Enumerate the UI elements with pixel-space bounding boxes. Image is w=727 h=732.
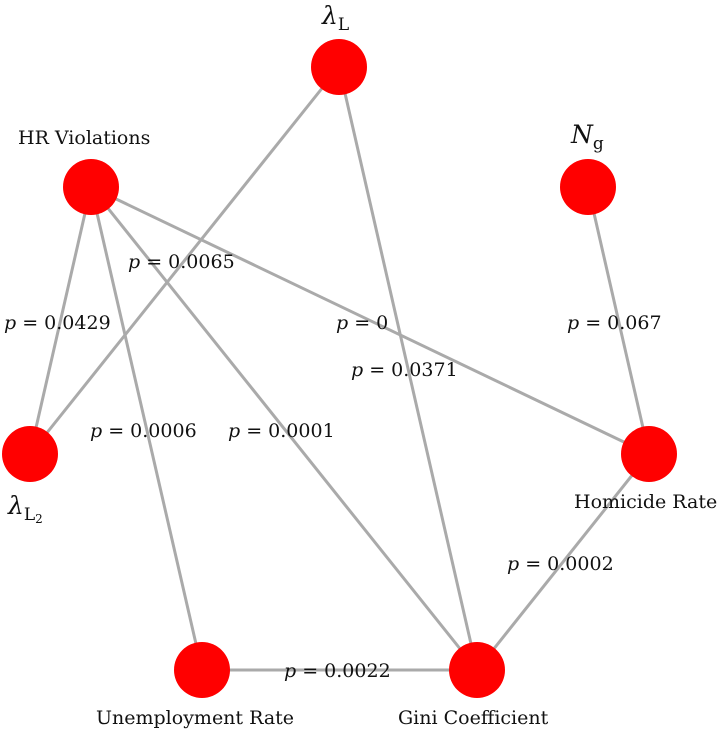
edge-hr-violations-unemployment-rate — [89, 186, 204, 671]
edge-lambda-l-lambda-l2 — [28, 66, 341, 455]
edge-lambda-l-gini-coefficient — [337, 66, 479, 671]
edge-label-n-g-homicide-rate: p = 0.067 — [567, 312, 662, 334]
nodes — [2, 39, 677, 698]
node-label-n-g: Ng — [570, 120, 604, 154]
edge-label-homicide-rate-gini-coefficient: p = 0.0002 — [507, 553, 614, 575]
edge-label-unemployment-rate-gini-coefficient: p = 0.0022 — [284, 660, 391, 682]
edge-label-hr-violations-unemployment-rate: p = 0.0006 — [90, 420, 197, 442]
node-homicide-rate[interactable] — [621, 426, 677, 482]
edge-labels: p = 0.0065 p = 0.0429 p = 0 p = 0.0371 p… — [4, 251, 662, 682]
node-n-g[interactable] — [560, 159, 616, 215]
edge-homicide-rate-gini-coefficient — [475, 453, 651, 671]
edge-hr-violations-lambda-l2 — [28, 186, 93, 455]
node-label-homicide-rate: Homicide Rate — [574, 491, 717, 513]
edge-label-lambda-l-lambda-l2: p = 0.0065 — [128, 251, 235, 273]
node-label-unemployment-rate: Unemployment Rate — [96, 707, 294, 729]
edge-label-hr-violations-lambda-l2: p = 0.0429 — [4, 312, 111, 334]
node-hr-violations[interactable] — [63, 159, 119, 215]
node-unemployment-rate[interactable] — [174, 642, 230, 698]
edge-label-hr-violations-homicide-rate: p = 0 — [336, 312, 388, 334]
node-gini-coefficient[interactable] — [449, 642, 505, 698]
edge-hr-violations-homicide-rate — [90, 185, 650, 456]
edge-label-lambda-l-gini-coefficient: p = 0.0371 — [351, 359, 458, 381]
edge-hr-violations-gini-coefficient — [89, 186, 479, 671]
node-lambda-l[interactable] — [311, 39, 367, 95]
node-lambda-l2[interactable] — [2, 426, 58, 482]
edges — [28, 66, 651, 672]
edge-n-g-homicide-rate — [586, 186, 651, 455]
node-label-hr-violations: HR Violations — [18, 127, 150, 149]
edge-label-hr-violations-gini-coefficient: p = 0.0001 — [228, 420, 335, 442]
node-label-lambda-l2: λL2 — [7, 491, 43, 526]
node-labels: λL Ng HR Violations λL2 Homicide Rate Un… — [7, 1, 717, 729]
node-label-lambda-l: λL — [321, 1, 349, 35]
node-label-gini-coefficient: Gini Coefficient — [398, 707, 549, 729]
